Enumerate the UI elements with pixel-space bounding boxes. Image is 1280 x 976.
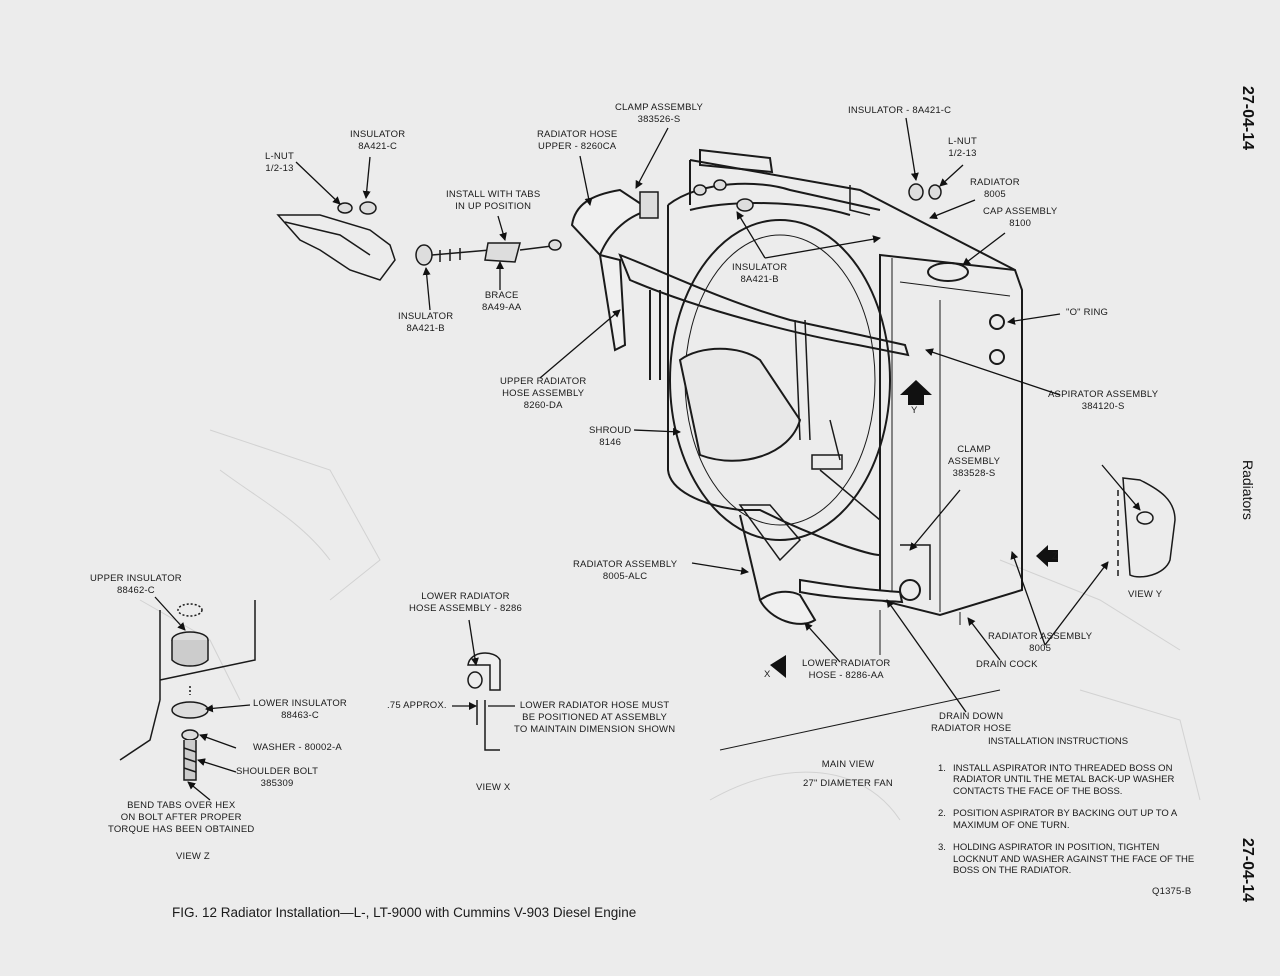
label-x-marker: X [764,669,771,680]
label-view-z: VIEW Z [176,851,210,862]
instruction-item: 3.HOLDING ASPIRATOR IN POSITION, TIGHTEN… [938,842,1195,876]
installation-instructions: INSTALLATION INSTRUCTIONS 1.INSTALL ASPI… [938,736,1198,888]
label-z-marker: Z [1052,551,1059,562]
view-x-detail [467,652,501,751]
figure-caption: FIG. 12 Radiator Installation—L-, LT-900… [172,905,637,920]
figure-code: Q1375-B [1152,886,1192,897]
label-view-x: VIEW X [476,782,511,793]
page-code-top: 27-04-14 [1239,86,1256,151]
label-y-marker: Y [911,405,918,416]
label-drain-cock: DRAIN COCK [976,659,1038,670]
instruction-item: 1.INSTALL ASPIRATOR INTO THREADED BOSS O… [938,762,1175,797]
page-code-bottom: 27-04-14 [1239,838,1256,903]
label-view-y: VIEW Y [1128,589,1163,600]
radiator-core [689,148,1023,617]
label-approx: .75 APPROX. [387,700,447,711]
upper-hose [570,188,910,380]
view-y-detail [1117,477,1176,580]
shroud [667,182,891,556]
label-insulator-top-right: INSULATOR - 8A421-C [848,105,952,116]
lower-hose [739,514,904,625]
instructions-title: INSTALLATION INSTRUCTIONS [988,736,1129,747]
instruction-item: 2.POSITION ASPIRATOR BY BACKING OUT UP T… [938,808,1177,831]
label-o-ring: "O" RING [1066,307,1109,318]
label-washer: WASHER - 80002-A [253,742,342,753]
left-bracket [276,201,562,281]
section-tab: Radiators [1240,460,1256,520]
